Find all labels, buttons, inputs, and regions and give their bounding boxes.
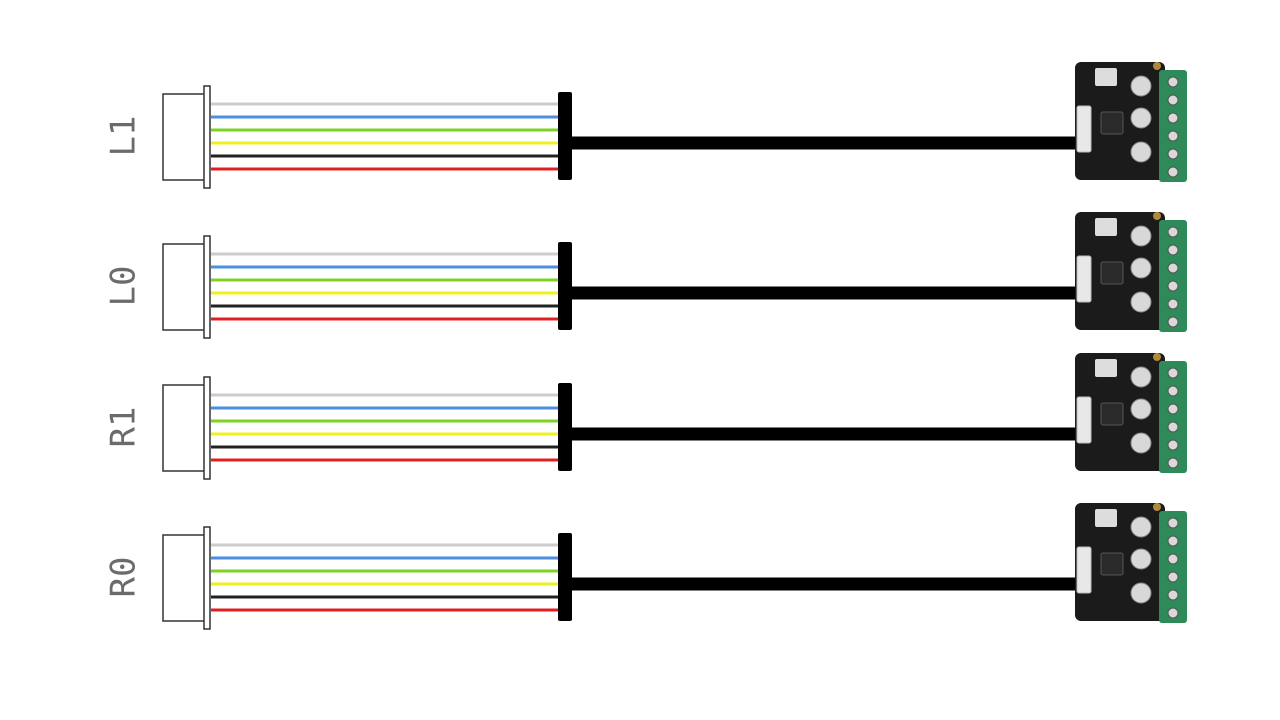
terminal-screw [1167,553,1179,565]
mounting-hole [1153,503,1161,511]
terminal-screw [1167,403,1179,415]
capacitor [1130,366,1152,388]
capacitor [1130,548,1152,570]
terminal-screw [1167,112,1179,124]
driver-board [1075,212,1187,332]
mounting-hole [1153,62,1161,70]
terminal-block [1159,361,1187,473]
terminal-screw [1167,166,1179,178]
terminal-block [1159,220,1187,332]
connector-flange [203,526,211,630]
terminal-screw [1167,316,1179,328]
terminal-screw [1167,457,1179,469]
driver-board [1075,353,1187,473]
capacitor [1130,257,1152,279]
terminal-block [1159,70,1187,182]
top-connector [1095,218,1117,236]
mounting-hole [1153,212,1161,220]
driver-chip [1100,402,1124,426]
side-connector [1076,546,1092,594]
connector-housing [162,534,206,622]
terminal-block [1159,511,1187,623]
terminal-screw [1167,280,1179,292]
terminal-screw [1167,535,1179,547]
terminal-screw [1167,76,1179,88]
row-label: R1 [104,407,144,448]
terminal-screw [1167,130,1179,142]
cable-row-r0: R0 [104,503,1187,630]
splice-bar [558,383,572,471]
terminal-screw [1167,385,1179,397]
terminal-screw [1167,262,1179,274]
driver-chip [1100,111,1124,135]
cable-row-r1: R1 [104,353,1187,480]
driver-board [1075,62,1187,182]
top-connector [1095,68,1117,86]
terminal-screw [1167,298,1179,310]
side-connector [1076,105,1092,153]
connector-housing [162,93,206,181]
cable-row-l0: L0 [104,212,1187,339]
terminal-screw [1167,421,1179,433]
row-label: L0 [104,266,144,307]
row-label: R0 [104,557,144,598]
capacitor [1130,582,1152,604]
terminal-screw [1167,439,1179,451]
connector-housing [162,384,206,472]
top-connector [1095,359,1117,377]
top-connector [1095,509,1117,527]
capacitor [1130,225,1152,247]
terminal-screw [1167,607,1179,619]
connector-flange [203,85,211,189]
connector-flange [203,376,211,480]
capacitor [1130,291,1152,313]
splice-bar [558,92,572,180]
driver-board [1075,503,1187,623]
capacitor [1130,398,1152,420]
terminal-screw [1167,244,1179,256]
terminal-screw [1167,589,1179,601]
splice-bar [558,533,572,621]
connector-flange [203,235,211,339]
row-label: L1 [104,116,144,157]
side-connector [1076,396,1092,444]
terminal-screw [1167,94,1179,106]
terminal-screw [1167,517,1179,529]
terminal-screw [1167,367,1179,379]
mounting-hole [1153,353,1161,361]
capacitor [1130,516,1152,538]
connector-housing [162,243,206,331]
terminal-screw [1167,226,1179,238]
driver-chip [1100,261,1124,285]
splice-bar [558,242,572,330]
side-connector [1076,255,1092,303]
driver-chip [1100,552,1124,576]
capacitor [1130,432,1152,454]
capacitor [1130,107,1152,129]
terminal-screw [1167,571,1179,583]
capacitor [1130,141,1152,163]
terminal-screw [1167,148,1179,160]
capacitor [1130,75,1152,97]
cable-row-l1: L1 [104,62,1187,189]
